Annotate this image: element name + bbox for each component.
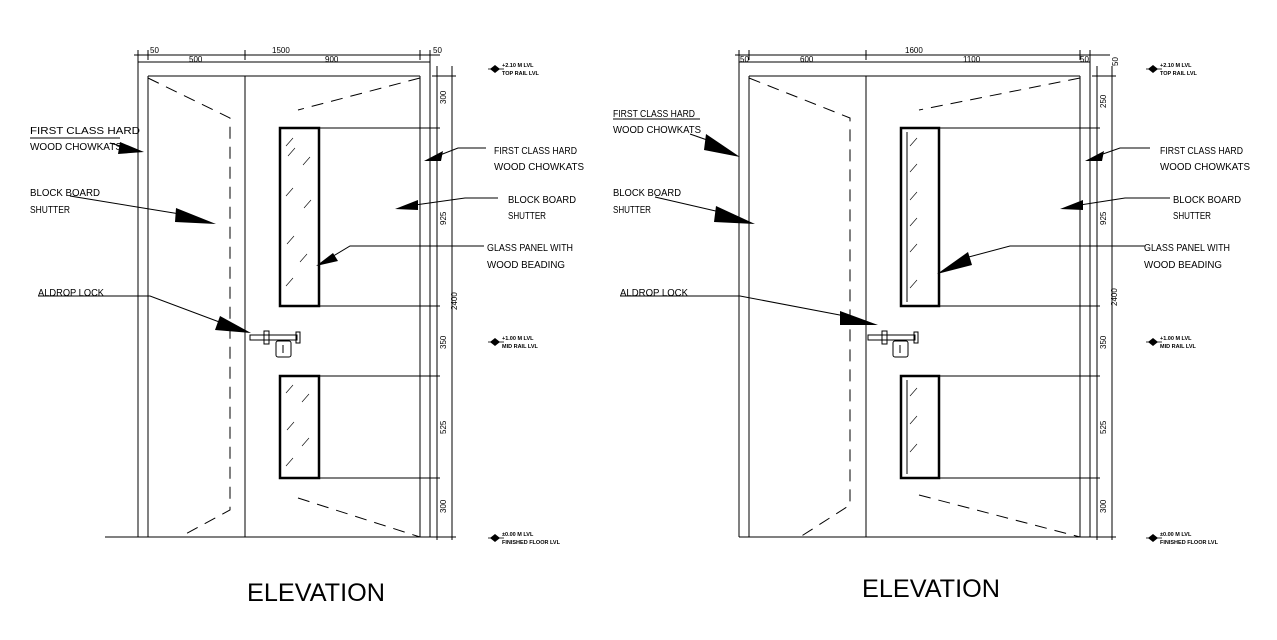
label-left-chowkat-line1: FIRST CLASS HARD xyxy=(613,108,695,120)
label-glass-line1: GLASS PANEL WITH xyxy=(1144,242,1230,254)
label-left-shutter-line2: SHUTTER xyxy=(30,204,70,216)
dim-top-4: 50 xyxy=(433,46,442,55)
dim-top-2: 1500 xyxy=(272,46,290,55)
label-right-shutter-line2: SHUTTER xyxy=(1173,210,1211,222)
glass-panel-lower xyxy=(278,374,321,480)
door-frame xyxy=(738,61,1115,538)
dim-right-1: 925 xyxy=(439,211,448,225)
dim-top-0: 50 xyxy=(150,46,159,55)
dim-top-1: 600 xyxy=(800,55,814,64)
leader-lines xyxy=(613,118,1170,325)
aldrop-lock xyxy=(867,330,919,358)
label-left-shutter-line2: SHUTTER xyxy=(613,204,651,216)
label-right-shutter-line1: BLOCK BOARD xyxy=(1173,194,1241,206)
level-mid-value: +1.00 M LVL xyxy=(502,336,534,342)
door-swing-lines xyxy=(748,77,1081,538)
dim-right-1: 925 xyxy=(1099,211,1108,225)
level-mid-name: MID RAIL LVL xyxy=(1160,344,1196,350)
dim-right-0: 300 xyxy=(439,90,448,104)
dimension-right: 250 925 2400 350 525 300 xyxy=(1092,66,1119,540)
extension-lines xyxy=(319,127,440,479)
label-right-shutter-line1: BLOCK BOARD xyxy=(508,194,576,206)
level-top-name: TOP RAIL LVL xyxy=(502,71,540,77)
level-top-name: TOP RAIL LVL xyxy=(1160,71,1198,77)
label-right-chowkat-line2: WOOD CHOWKATS xyxy=(494,161,584,173)
label-left-chowkat-line1: FIRST CLASS HARD xyxy=(30,125,140,137)
glass-panel-lower xyxy=(899,374,941,480)
level-floor-name: FINISHED FLOOR LVL xyxy=(1160,540,1219,546)
annotations: FIRST CLASS HARD WOOD CHOWKATS BLOCK BOA… xyxy=(30,125,584,299)
glass-panel-upper xyxy=(278,126,321,308)
glass-panel-upper xyxy=(899,126,941,308)
elevation-title: ELEVATION xyxy=(247,579,385,607)
label-left-chowkat-line2: WOOD CHOWKATS xyxy=(613,124,701,136)
level-floor-value: ±0.00 M LVL xyxy=(1160,532,1192,538)
level-top-value: +2.10 M LVL xyxy=(1160,63,1192,69)
dimension-top: 50 500 1500 900 50 xyxy=(134,46,442,66)
dim-right-5: 300 xyxy=(439,499,448,513)
elevation-view-1: 50 500 1500 900 50 300 925 2400 350 525 … xyxy=(30,46,584,607)
level-top-value: +2.10 M LVL xyxy=(502,63,534,69)
dim-right-2: 2400 xyxy=(450,292,459,310)
dimension-top: 50 600 1600 1100 50 50 xyxy=(735,46,1120,66)
dim-top-3: 1100 xyxy=(963,55,981,64)
dim-right-4: 525 xyxy=(439,420,448,434)
label-left-chowkat-line2: WOOD CHOWKATS xyxy=(30,141,122,153)
elevation-view-2: 50 600 1600 1100 50 50 250 925 2400 350 … xyxy=(613,46,1250,603)
label-aldrop-lock: ALDROP LOCK xyxy=(38,287,104,299)
dim-top-1: 500 xyxy=(189,55,203,64)
dim-top-0: 50 xyxy=(740,55,749,64)
dim-right-4: 525 xyxy=(1099,420,1108,434)
level-floor-name: FINISHED FLOOR LVL xyxy=(502,540,561,546)
annotations: FIRST CLASS HARD WOOD CHOWKATS BLOCK BOA… xyxy=(613,108,1250,299)
door-swing-lines xyxy=(147,77,421,538)
label-right-chowkat-line1: FIRST CLASS HARD xyxy=(494,145,577,157)
leader-lines xyxy=(30,137,498,333)
label-right-chowkat-line1: FIRST CLASS HARD xyxy=(1160,145,1243,157)
label-glass-line2: WOOD BEADING xyxy=(487,259,565,271)
dim-right-2: 2400 xyxy=(1110,288,1119,306)
elevation-title: ELEVATION xyxy=(862,575,1000,603)
door-frame xyxy=(105,61,455,538)
dim-right-0: 250 xyxy=(1099,94,1108,108)
aldrop-lock xyxy=(249,330,301,358)
dimension-right: 300 925 2400 350 525 300 xyxy=(432,66,459,540)
level-markers: +2.10 M LVL TOP RAIL LVL +1.00 M LVL MID… xyxy=(487,63,561,546)
label-aldrop-lock: ALDROP LOCK xyxy=(620,287,688,299)
level-mid-name: MID RAIL LVL xyxy=(502,344,538,350)
label-glass-line1: GLASS PANEL WITH xyxy=(487,242,573,254)
dim-top-4: 50 xyxy=(1080,55,1089,64)
dim-top-5: 50 xyxy=(1111,57,1120,66)
dim-right-3: 350 xyxy=(1099,335,1108,349)
dim-right-5: 300 xyxy=(1099,499,1108,513)
dim-right-3: 350 xyxy=(439,335,448,349)
label-glass-line2: WOOD BEADING xyxy=(1144,259,1222,271)
level-floor-value: ±0.00 M LVL xyxy=(502,532,534,538)
extension-lines xyxy=(939,127,1100,479)
label-right-chowkat-line2: WOOD CHOWKATS xyxy=(1160,161,1250,173)
level-mid-value: +1.00 M LVL xyxy=(1160,336,1192,342)
label-left-shutter-line1: BLOCK BOARD xyxy=(30,187,100,199)
label-right-shutter-line2: SHUTTER xyxy=(508,210,546,222)
label-left-shutter-line1: BLOCK BOARD xyxy=(613,187,681,199)
dim-top-3: 900 xyxy=(325,55,339,64)
level-markers: +2.10 M LVL TOP RAIL LVL +1.00 M LVL MID… xyxy=(1145,63,1219,546)
dim-top-2: 1600 xyxy=(905,46,923,55)
